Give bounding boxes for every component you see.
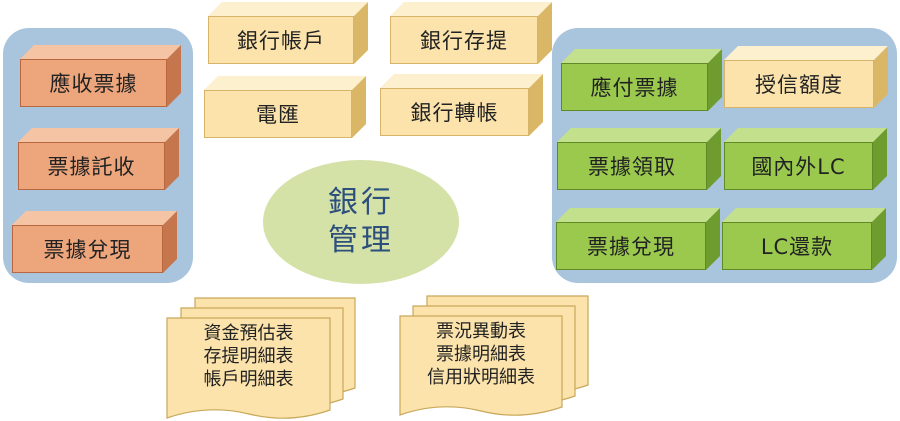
box-label: 電匯 <box>204 90 352 138</box>
report-stack-funds[interactable] <box>166 297 356 419</box>
report-line: 票況異動表 <box>436 321 526 342</box>
notes-cashing-box[interactable]: 票據兌現 <box>12 211 177 273</box>
notes-cashing-payable-box[interactable]: 票據兌現 <box>556 208 720 270</box>
bank-deposit-withdraw-box[interactable]: 銀行存提 <box>390 2 552 64</box>
box-label: 票據兌現 <box>556 222 706 270</box>
box-label: 應付票據 <box>561 63 708 111</box>
box-label: 票據託收 <box>18 142 165 190</box>
report-line: 資金預估表 <box>203 323 294 344</box>
domestic-foreign-lc-box[interactable]: 國內外LC <box>724 128 887 190</box>
bank-account-box[interactable]: 銀行帳戶 <box>208 2 368 64</box>
report-line: 存提明細表 <box>203 346 294 367</box>
payable-notes-box[interactable]: 應付票據 <box>561 49 722 111</box>
box-label: 應收票據 <box>20 59 167 107</box>
box-label: LC還款 <box>722 222 872 270</box>
box-label: 國內外LC <box>724 142 873 190</box>
report-line: 帳戶明細表 <box>203 369 294 390</box>
credit-line-box[interactable]: 授信額度 <box>724 46 888 108</box>
bank-management-center: 銀行 管理 <box>263 160 459 284</box>
box-label: 銀行存提 <box>390 16 538 64</box>
box-label: 授信額度 <box>724 60 874 108</box>
notes-collection-box[interactable]: 票據託收 <box>18 128 179 190</box>
box-label: 票據兌現 <box>12 225 163 273</box>
report-line: 信用狀明細表 <box>427 367 535 388</box>
report-stack-notes[interactable] <box>399 295 589 416</box>
center-line-1: 銀行 <box>328 185 394 220</box>
report-line: 票據明細表 <box>436 344 526 365</box>
receivable-notes-box[interactable]: 應收票據 <box>20 45 181 107</box>
lc-repayment-box[interactable]: LC還款 <box>722 208 886 270</box>
report-list-notes: 票況異動表 票據明細表 信用狀明細表 <box>400 320 562 389</box>
box-label: 銀行帳戶 <box>208 16 354 64</box>
box-label: 銀行轉帳 <box>380 88 529 136</box>
notes-pickup-box[interactable]: 票據領取 <box>557 128 721 190</box>
center-line-2: 管理 <box>328 223 394 258</box>
report-list-funds: 資金預估表 存提明細表 帳戶明細表 <box>167 322 330 391</box>
bank-transfer-box[interactable]: 銀行轉帳 <box>380 74 543 136</box>
wire-transfer-box[interactable]: 電匯 <box>204 76 366 138</box>
box-label: 票據領取 <box>557 142 707 190</box>
